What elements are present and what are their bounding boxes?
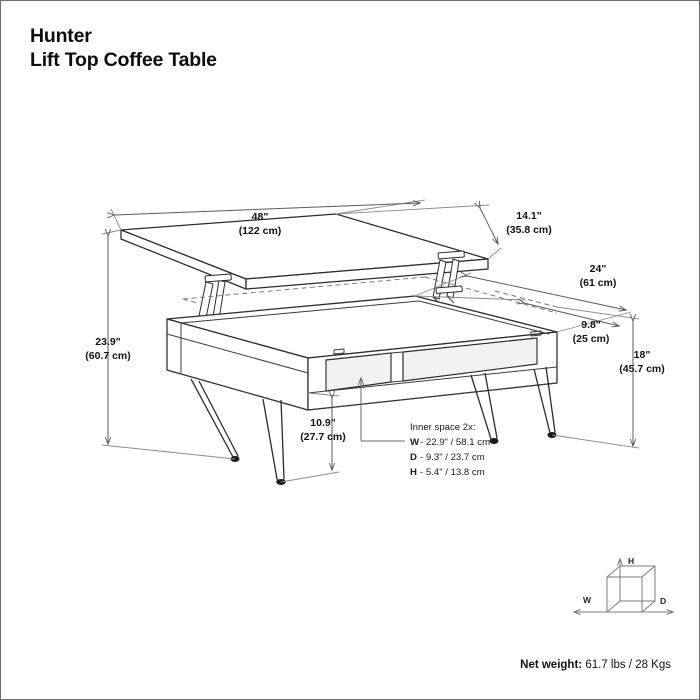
dim-base-depth-metric: (61 cm) <box>580 277 617 289</box>
dim-leg-height-metric: (27.7 cm) <box>300 431 346 443</box>
dim-box-depth-metric: (25 cm) <box>573 333 610 345</box>
dim-overall-height-metric: (60.7 cm) <box>85 350 131 362</box>
dim-closed-height-metric: (45.7 cm) <box>619 363 665 375</box>
net-weight-value: 61.7 lbs / 28 Kgs <box>585 659 671 671</box>
dimension-overall-height: 23.9" (60.7 cm) <box>85 230 236 460</box>
dimension-top-width: 48" (122 cm) <box>111 199 426 237</box>
net-weight: Net weight: 61.7 lbs / 28 Kgs <box>520 659 671 671</box>
axis-cube-legend: H W D <box>574 556 673 612</box>
dim-top-width-metric: (122 cm) <box>239 225 282 237</box>
dim-top-width-imperial: 48" <box>252 211 269 223</box>
dim-overall-height-imperial: 23.9" <box>95 336 120 348</box>
lift-mechanism <box>198 250 465 325</box>
coffee-table-illustration <box>120 213 558 485</box>
table-carcass <box>166 295 558 411</box>
dimension-box-depth: 9.8" (25 cm) <box>414 295 619 345</box>
inner-space-heading: Inner space 2x: <box>410 422 476 433</box>
inner-space-leader <box>361 378 405 442</box>
inner-space-callout: Inner space 2x: W - 22.9" / 58.1 cm D - … <box>410 422 490 478</box>
inner-space-w-key: W <box>410 437 420 448</box>
product-type: Lift Top Coffee Table <box>30 48 217 71</box>
dim-box-depth-imperial: 9.8" <box>581 319 601 331</box>
inner-space-d-value: - 9.3" / 23.7 cm <box>420 452 485 463</box>
inner-space-w-value: - 22.9" / 58.1 cm <box>420 437 490 448</box>
dim-base-depth-imperial: 24" <box>590 263 607 275</box>
axis-label-width: W <box>583 595 592 605</box>
axis-label-depth: D <box>660 596 666 606</box>
hairpin-legs <box>190 366 557 485</box>
dim-top-depth-imperial: 14.1" <box>516 210 541 222</box>
dimension-closed-height: 18" (45.7 cm) <box>551 306 665 449</box>
inner-space-d-key: D <box>410 452 417 463</box>
dim-closed-height-imperial: 18" <box>634 349 651 361</box>
product-name: Hunter <box>30 25 92 47</box>
dimension-leg-height: 10.9" (27.7 cm) <box>280 393 346 483</box>
dim-leg-height-imperial: 10.9" <box>310 417 335 429</box>
inner-space-h-key: H <box>410 467 417 478</box>
inner-space-h-value: - 5.4" / 13.8 cm <box>420 467 485 478</box>
axis-label-height: H <box>628 556 634 566</box>
net-weight-label: Net weight: <box>520 659 583 671</box>
title-block: Hunter Lift Top Coffee Table <box>30 25 217 73</box>
dimension-top-depth: 14.1" (35.8 cm) <box>335 205 552 260</box>
dim-top-depth-metric: (35.8 cm) <box>506 224 552 236</box>
lift-top-panel <box>120 213 489 290</box>
